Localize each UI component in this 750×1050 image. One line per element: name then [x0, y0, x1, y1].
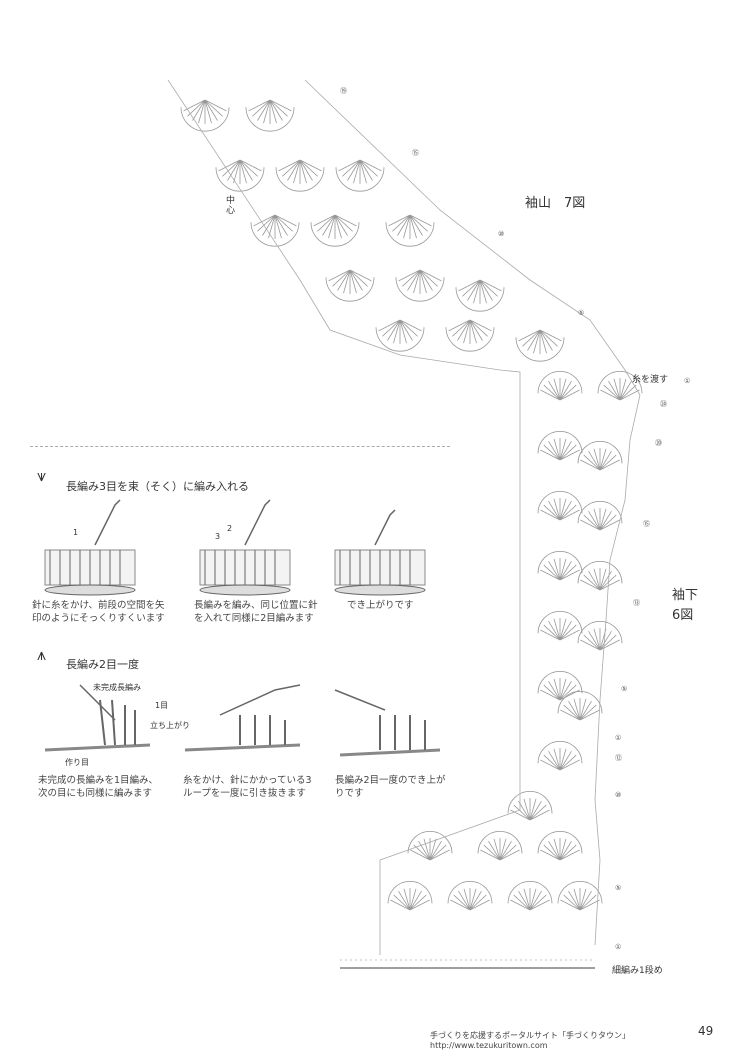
chart-outline — [167, 79, 641, 969]
shell-motif — [375, 319, 425, 352]
technique2-caption3: 長編み2目一度のでき上が りです — [335, 775, 446, 799]
page-number: 49 — [698, 1024, 714, 1038]
row-marker: ⑩ — [615, 791, 622, 799]
shell-motif — [507, 881, 553, 911]
row-marker: ⑩ — [498, 230, 505, 238]
foundation-chain-label: 作り目 — [65, 758, 89, 767]
row-marker: ⑳ — [655, 439, 662, 447]
technique1-illustrations — [44, 499, 426, 596]
shell-motif — [250, 214, 300, 247]
row-marker: ⑮ — [643, 520, 650, 528]
row-marker: ⑬ — [633, 599, 640, 607]
shell-motif — [310, 214, 360, 247]
shell-motif — [180, 99, 230, 132]
section-divider — [30, 446, 450, 447]
shell-motif — [537, 831, 583, 861]
shell-motif — [477, 831, 523, 861]
row-marker: ① — [684, 377, 691, 385]
shell-motif — [537, 611, 583, 641]
shell-motif — [577, 441, 623, 471]
shell-motif — [537, 671, 583, 701]
shell-motif — [445, 319, 495, 352]
shell-motif — [507, 791, 553, 821]
shell-motif — [537, 551, 583, 581]
shell-motif — [537, 371, 583, 401]
first-stitch-label: 1目 — [155, 701, 169, 710]
tech2-step2 — [184, 684, 301, 752]
shell-motif — [515, 329, 565, 362]
technique1-caption1: 針に糸をかけ、前段の空間を矢 印のようにそっくりすくいます — [32, 600, 165, 624]
center-label: 中心 — [226, 196, 236, 216]
shell-motif — [335, 159, 385, 192]
base-row-label: 細編み1段め — [612, 966, 663, 976]
tech1-step1 — [44, 499, 136, 596]
row-marker: ⑲ — [340, 87, 347, 95]
shell-motif — [537, 431, 583, 461]
shell-motif — [537, 491, 583, 521]
technique2-title: 長編み2目一度 — [66, 658, 139, 671]
technique1-caption2: 長編みを編み、同じ位置に針 を入れて同様に2目編みます — [194, 600, 318, 624]
step-number: 1 — [73, 528, 79, 537]
tech1-step2 — [199, 499, 291, 596]
treble-3-in-space-symbol: ⩛ — [37, 466, 47, 485]
tech2-step1 — [44, 684, 151, 752]
step-number: 2 — [227, 524, 233, 533]
shell-motif — [215, 159, 265, 192]
shell-motif — [577, 501, 623, 531]
incomplete-treble-label: 未完成長編み — [93, 683, 141, 692]
row-marker: ① — [615, 943, 622, 951]
sleeve-body-figure: 6図 — [672, 608, 694, 623]
shell-motif — [557, 881, 603, 911]
shell-motif — [557, 691, 603, 721]
turning-chain-label: 立ち上がり — [150, 721, 190, 730]
join-label: 糸を渡す — [632, 375, 669, 385]
shell-motif — [275, 159, 325, 192]
footer-text: 手づくりを応援するポータルサイト「手づくりタウン」 http://www.tez… — [430, 1031, 634, 1050]
shell-motif — [577, 561, 623, 591]
technique1-title: 長編み3目を束（そく）に編み入れる — [66, 480, 249, 493]
shell-motif — [407, 831, 453, 861]
sleeve-body-fans — [387, 371, 643, 911]
technique1-caption3: でき上がりです — [347, 600, 414, 611]
tech2-step3 — [334, 689, 441, 757]
technique2-illustrations — [44, 684, 441, 757]
shell-motif — [597, 371, 643, 401]
shell-motif — [385, 214, 435, 247]
shell-motif — [537, 741, 583, 771]
sleeve-body-title: 袖下 — [672, 588, 699, 603]
row-marker: ① — [615, 734, 622, 742]
shell-motif — [245, 99, 295, 132]
row-marker: ⑤ — [615, 884, 622, 892]
shell-motif — [447, 881, 493, 911]
tech1-step3 — [334, 509, 426, 596]
row-marker: ㉔ — [660, 400, 667, 408]
row-marker: ⑫ — [615, 754, 622, 762]
shell-motif — [325, 269, 375, 302]
sleeve-cap-title: 袖山 7図 — [525, 196, 586, 211]
shell-motif — [387, 881, 433, 911]
shell-motif — [395, 269, 445, 302]
step-number: 3 — [215, 532, 221, 541]
row-marker: ⑮ — [412, 149, 419, 157]
sleeve-cap-fans — [180, 99, 565, 362]
shell-motif — [455, 279, 505, 312]
row-marker: ⑤ — [578, 309, 585, 317]
technique2-caption2: 糸をかけ、針にかかっている3 ループを一度に引き抜きます — [183, 775, 312, 799]
technique2-caption1: 未完成の長編みを1目編み、 次の目にも同様に編みます — [38, 775, 159, 799]
shell-motif — [577, 621, 623, 651]
treble-2-together-symbol: ⩚ — [37, 645, 47, 664]
row-marker: ⑤ — [621, 685, 628, 693]
